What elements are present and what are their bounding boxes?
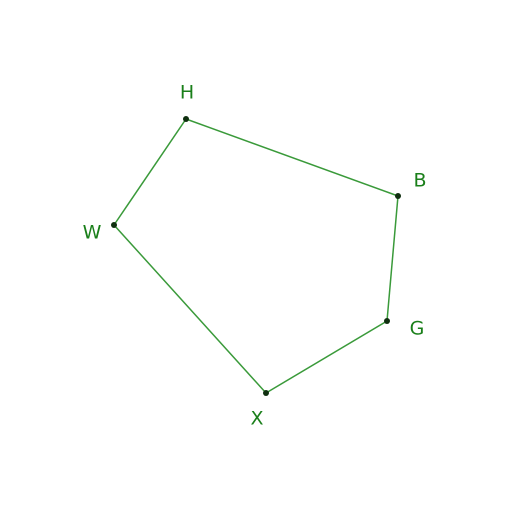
edge-w-h <box>113 118 187 226</box>
vertex-label-b: B <box>413 170 426 192</box>
vertex-h-point <box>183 116 189 122</box>
edge-x-w <box>113 224 267 394</box>
vertex-label-w: W <box>83 222 102 244</box>
edge-b-g <box>386 195 399 322</box>
vertices <box>111 116 401 396</box>
vertex-label-h: H <box>180 82 194 104</box>
vertex-label-x: X <box>250 408 263 430</box>
edges <box>113 118 399 394</box>
edge-g-x <box>265 320 388 394</box>
vertex-g-point <box>384 318 390 324</box>
vertex-x-point <box>263 390 269 396</box>
vertex-label-g: G <box>410 318 425 340</box>
vertex-labels: H B G X W <box>83 82 427 430</box>
vertex-w-point <box>111 222 117 228</box>
vertex-b-point <box>395 193 401 199</box>
edge-h-b <box>185 118 399 197</box>
